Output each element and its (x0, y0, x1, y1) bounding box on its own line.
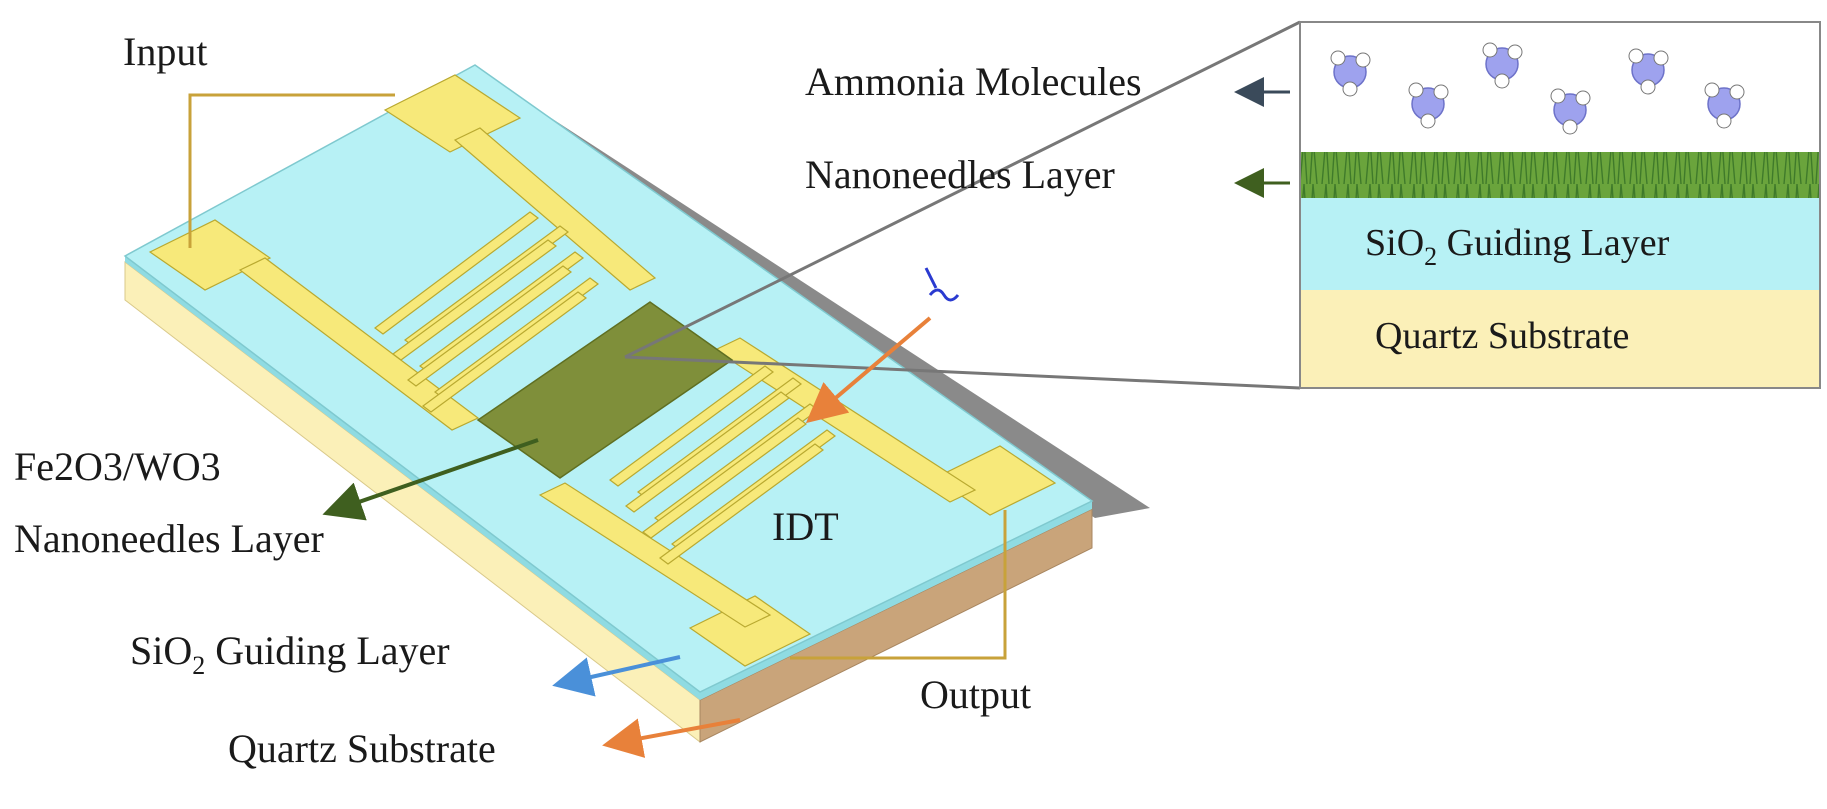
inset-nanoneedles (1300, 152, 1820, 198)
input-bus-top (453, 127, 657, 291)
input-wire (188, 93, 395, 248)
sensing-layer-arrow (322, 438, 539, 521)
substrate-arrow (602, 718, 741, 758)
guiding-layer-arrow (552, 655, 681, 697)
ammonia-molecules (1330, 42, 1745, 135)
ammonia-molecule-icon (1550, 88, 1591, 135)
zoom-line-bottom (624, 355, 1301, 390)
ammonia-molecule-icon (1482, 42, 1523, 89)
inset-substrate-label: Quartz Substrate (1375, 315, 1629, 357)
cross-section-inset: SiO2 Guiding Layer Quartz Substrate (1299, 21, 1821, 389)
output-label: Output (920, 672, 1031, 717)
input-bus-bottom (238, 257, 480, 431)
idt-arrow (805, 316, 932, 424)
nanoneedles-label: Nanoneedles Layer (805, 152, 1115, 197)
ammonia-label: Ammonia Molecules (805, 59, 1142, 104)
ammonia-molecule-icon (1628, 48, 1669, 95)
output-electrodes (538, 337, 1057, 667)
input-electrodes (148, 74, 657, 431)
ammonia-molecule-icon (1408, 82, 1449, 129)
input-label: Input (123, 29, 207, 74)
substrate-label: Quartz Substrate (228, 726, 496, 771)
zoom-line-top (624, 20, 1301, 359)
inset-guiding-layer (1300, 198, 1820, 290)
sensing-film (476, 301, 734, 479)
output-wire (790, 510, 1007, 660)
ammonia-molecule-icon (1704, 82, 1745, 129)
inset-substrate (1300, 290, 1820, 388)
guiding-layer-label: SiO2 Guiding Layer (130, 628, 450, 680)
output-bus-bottom (538, 482, 772, 628)
wave-symbol-icon (924, 267, 960, 302)
sensing-layer-label-line2: Nanoneedles Layer (14, 516, 324, 561)
input-pad-left (148, 219, 272, 291)
ammonia-molecule-icon (1330, 50, 1371, 97)
sensing-layer-label-line1: Fe2O3/WO3 (14, 444, 221, 489)
idt-label: IDT (772, 504, 839, 549)
output-pad-right (933, 445, 1057, 516)
inset-guiding-label: SiO2 Guiding Layer (1365, 222, 1670, 271)
